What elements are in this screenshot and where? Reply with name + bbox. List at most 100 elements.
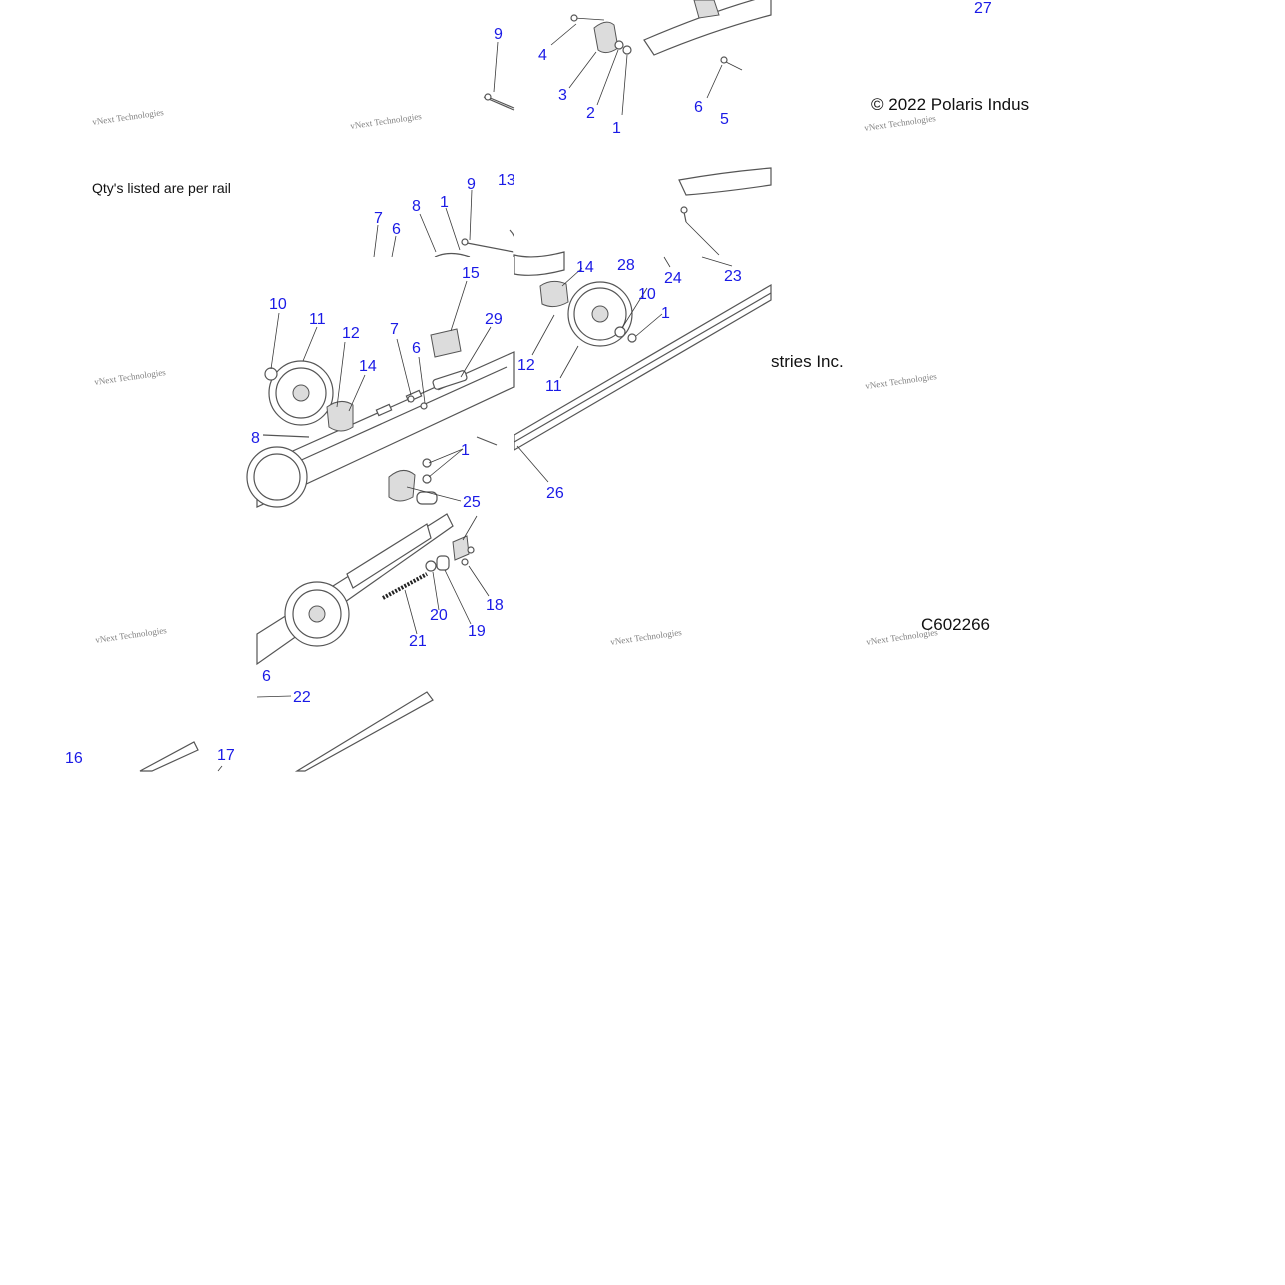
rail-segment bbox=[678, 167, 772, 196]
callout-number: 6 bbox=[392, 221, 401, 238]
wheel-hub bbox=[308, 605, 326, 623]
leader-line bbox=[561, 267, 583, 287]
callout-number: 16 bbox=[65, 750, 83, 767]
diagram-tile-center-drawing: 10 11 12 14 7 6 15 29 8 1 25 bbox=[246, 265, 515, 511]
copyright-start: © 2022 Polaris Indus bbox=[871, 95, 1030, 114]
nut bbox=[467, 546, 475, 554]
callout-number: 7 bbox=[390, 321, 399, 338]
callout-number: 6 bbox=[412, 340, 421, 357]
pivot-block bbox=[388, 470, 416, 502]
callout-number: 28 bbox=[617, 257, 635, 274]
callout-number: 1 bbox=[461, 442, 470, 459]
washer bbox=[614, 326, 626, 338]
leader-line bbox=[217, 765, 223, 772]
leader-line bbox=[635, 313, 663, 337]
leader-line bbox=[391, 235, 397, 258]
leader-line bbox=[373, 224, 379, 258]
callout-number: 1 bbox=[661, 305, 670, 322]
diagram-tile-mid-right-drawing: 14 28 24 23 10 1 12 11 bbox=[513, 167, 772, 452]
callout-number: 14 bbox=[576, 259, 594, 276]
diagram-tile-bottom-drawing: 20 19 18 21 6 22 bbox=[256, 513, 504, 772]
leader-line bbox=[621, 54, 628, 116]
leader-line bbox=[531, 314, 555, 356]
callout-number: 3 bbox=[558, 87, 567, 104]
washer bbox=[425, 560, 437, 572]
callout-number: 24 bbox=[664, 270, 682, 287]
washer bbox=[614, 40, 624, 50]
rail-segment bbox=[643, 0, 772, 56]
callout-number: 12 bbox=[342, 325, 360, 342]
shaft bbox=[487, 96, 515, 109]
bolt bbox=[683, 211, 687, 223]
shaft-end bbox=[484, 93, 492, 101]
nut bbox=[627, 333, 637, 343]
callout-number: 1 bbox=[612, 120, 621, 137]
callout-number: 6 bbox=[262, 668, 271, 685]
nut bbox=[720, 56, 728, 64]
wheel-hub bbox=[591, 305, 609, 323]
rail-cutout bbox=[375, 403, 393, 417]
mount-bracket bbox=[452, 535, 470, 561]
leader-line bbox=[706, 64, 723, 99]
callout-number: 17 bbox=[217, 747, 235, 764]
axle-bracket bbox=[326, 401, 354, 432]
diagram-tile-bottom-left-drawing: 16 17 bbox=[65, 741, 235, 772]
callout-number: 2 bbox=[586, 105, 595, 122]
leader-line bbox=[469, 189, 473, 241]
callout-number: 23 bbox=[724, 268, 742, 285]
callout-number: 25 bbox=[463, 494, 481, 511]
callout-number: 5 bbox=[720, 111, 729, 128]
callout-number: 12 bbox=[517, 357, 535, 374]
bolt-head bbox=[680, 206, 688, 214]
callout-number: 22 bbox=[293, 689, 311, 706]
rail-segment bbox=[139, 741, 199, 772]
callout-number: 9 bbox=[494, 26, 503, 43]
leader-line bbox=[493, 41, 499, 93]
adjuster-rod bbox=[382, 572, 428, 600]
diagram-tile-mid-left: 7 8 1 9 13 6 bbox=[370, 170, 517, 258]
leader-line bbox=[468, 565, 490, 597]
nut bbox=[461, 558, 469, 566]
wear-strip bbox=[294, 691, 434, 772]
leader-line bbox=[550, 23, 577, 46]
callout-number: 11 bbox=[545, 378, 562, 395]
bolt bbox=[573, 17, 605, 21]
leader-line bbox=[348, 374, 366, 412]
nut bbox=[407, 395, 415, 403]
wear-strip-edge bbox=[513, 292, 772, 443]
leader-line bbox=[450, 280, 468, 332]
bolt-head bbox=[461, 238, 469, 246]
callout-number: 1 bbox=[440, 194, 449, 211]
callout-number: 15 bbox=[462, 265, 480, 282]
copyright-end: stries Inc. bbox=[771, 352, 844, 371]
bracket bbox=[693, 0, 720, 19]
leader-line bbox=[444, 569, 472, 625]
leader-line bbox=[428, 448, 464, 464]
bolt-head bbox=[570, 14, 578, 22]
callout-number: 8 bbox=[412, 198, 421, 215]
callout-number: 11 bbox=[309, 311, 326, 328]
callout-number: 6 bbox=[694, 99, 703, 116]
diagram-tile-top-drawing: 4 3 2 1 6 5 bbox=[483, 0, 772, 137]
leader-line bbox=[396, 338, 412, 396]
bumper-block bbox=[430, 328, 462, 358]
callout-number: 14 bbox=[359, 358, 377, 375]
diagram-tile-bottom-left: 16 17 bbox=[60, 740, 257, 772]
rail-cutouts bbox=[296, 366, 508, 463]
leader-line bbox=[445, 207, 461, 251]
callout-number: 13 bbox=[498, 172, 516, 189]
callout-number: 21 bbox=[409, 633, 427, 650]
diagram-tile-center: 10 11 12 14 7 6 15 29 8 1 25 bbox=[246, 257, 515, 514]
leader-line bbox=[663, 256, 671, 268]
leader-line bbox=[302, 326, 318, 362]
nut bbox=[420, 402, 428, 410]
slide-block bbox=[434, 252, 471, 258]
nut bbox=[422, 458, 432, 468]
leader-line bbox=[568, 51, 597, 89]
qty-note: Qty's listed are per rail bbox=[92, 180, 231, 196]
callout-number: 20 bbox=[430, 607, 448, 624]
leader-line bbox=[406, 486, 462, 502]
